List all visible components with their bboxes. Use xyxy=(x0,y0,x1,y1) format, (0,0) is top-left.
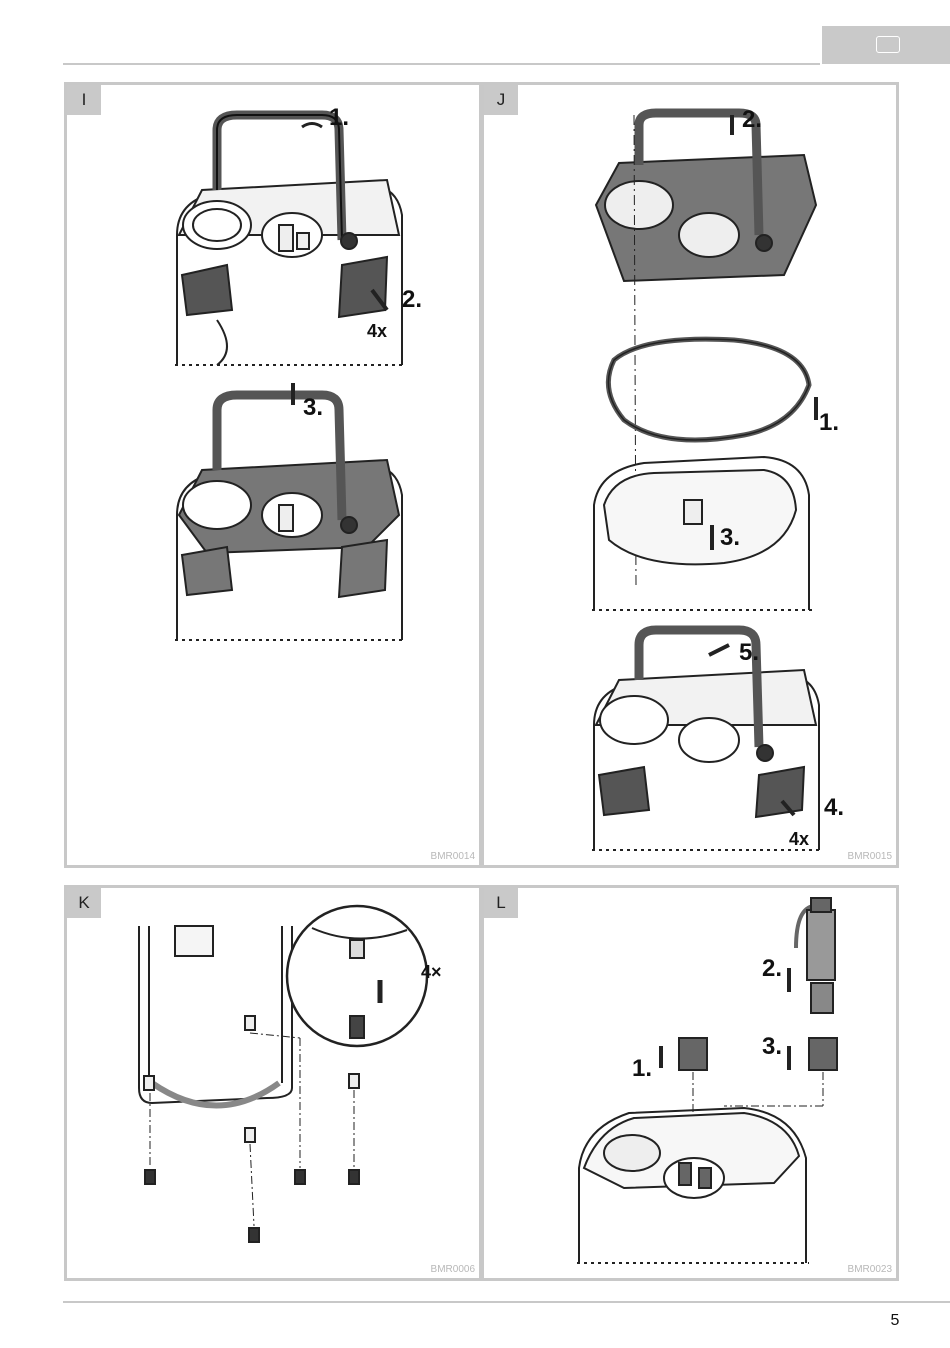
panel-j: J xyxy=(481,82,899,868)
panel-i: I xyxy=(64,82,482,868)
cartridge-replacement-illustration: 1. 2. 3. xyxy=(577,897,838,1264)
language-flag-icon xyxy=(876,36,900,53)
page-number: 5 xyxy=(890,1312,900,1329)
step-2-count-label: 4x xyxy=(367,321,387,341)
step-2-label: 2. xyxy=(742,106,762,133)
step-1-label: 1. xyxy=(819,409,839,436)
step-3-label: 3. xyxy=(303,394,323,421)
panel-k: K xyxy=(64,885,482,1281)
figure-code: BMR0015 xyxy=(847,851,892,862)
panel-label: I xyxy=(67,85,101,115)
step-3-label: 3. xyxy=(720,524,740,551)
footer-rule xyxy=(63,1301,950,1303)
panel-l: L 1. 2. 3. BMR00 xyxy=(481,885,899,1281)
sealing-ring-replacement-illustration: 2. 1. 3. 5. 4. 4x xyxy=(592,106,844,851)
language-tab xyxy=(822,26,950,64)
figure-code: BMR0023 xyxy=(847,1264,892,1275)
panel-label: J xyxy=(484,85,518,115)
step-2-label: 2. xyxy=(402,286,422,313)
header-rule xyxy=(63,63,820,65)
figure-code: BMR0006 xyxy=(430,1264,475,1275)
step-4-count-label: 4x xyxy=(789,829,809,849)
quantity-label: 4× xyxy=(421,962,442,982)
feet-installation-illustration: 4× xyxy=(138,904,442,1243)
step-3-label: 3. xyxy=(762,1033,782,1060)
step-5-label: 5. xyxy=(739,639,759,666)
panel-label: K xyxy=(67,888,101,918)
step-1-label: 1. xyxy=(632,1055,652,1082)
step-1-label: 1. xyxy=(329,104,349,131)
filter-lid-release-illustration: 1. 2. 4x 3. xyxy=(175,104,422,641)
step-4-label: 4. xyxy=(824,794,844,821)
figure-code: BMR0014 xyxy=(430,851,475,862)
step-2-label: 2. xyxy=(762,955,782,982)
panel-label: L xyxy=(484,888,518,918)
